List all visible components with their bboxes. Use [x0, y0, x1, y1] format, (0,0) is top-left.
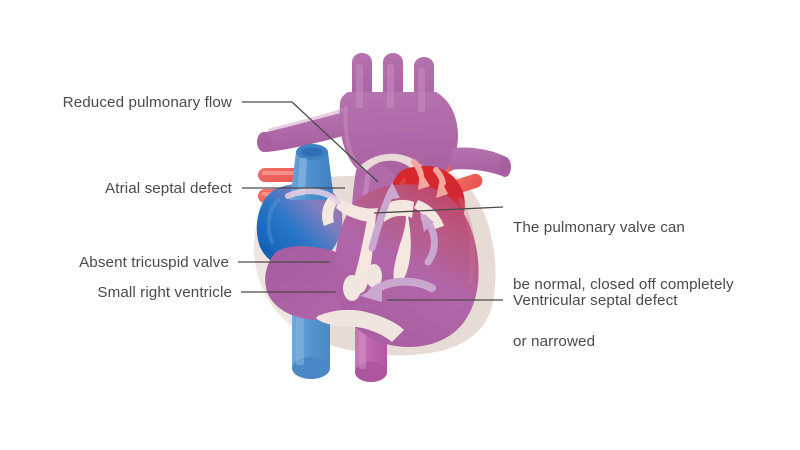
label-pulmonary-valve-line1: The pulmonary valve can	[513, 219, 685, 236]
flow-arrow-pulmonary-up	[368, 182, 400, 252]
flow-arrow-right-atrium	[285, 188, 341, 205]
label-pulmonary-valve-line2: be normal, closed off completely	[513, 276, 734, 293]
leader-reduced-pulmonary-flow	[242, 101, 379, 183]
label-pulmonary-valve: The pulmonary valve can be normal, close…	[513, 180, 793, 389]
flow-arrow-vsd	[360, 277, 436, 302]
flow-arrow-lv-loop	[420, 212, 438, 266]
label-ventricular-septal-defect: Ventricular septal defect	[513, 292, 678, 309]
label-small-right-ventricle: Small right ventricle	[97, 284, 232, 301]
flow-arrow-left-atrium-in	[411, 159, 448, 198]
label-atrial-septal-defect: Atrial septal defect	[105, 180, 232, 197]
leader-lines	[238, 101, 504, 301]
leader-pulmonary-valve	[373, 206, 504, 214]
valve-leaflets	[316, 196, 444, 342]
label-absent-tricuspid-valve: Absent tricuspid valve	[79, 254, 229, 271]
label-reduced-pulmonary-flow: Reduced pulmonary flow	[62, 94, 232, 111]
label-pulmonary-valve-line3: or narrowed	[513, 333, 596, 350]
